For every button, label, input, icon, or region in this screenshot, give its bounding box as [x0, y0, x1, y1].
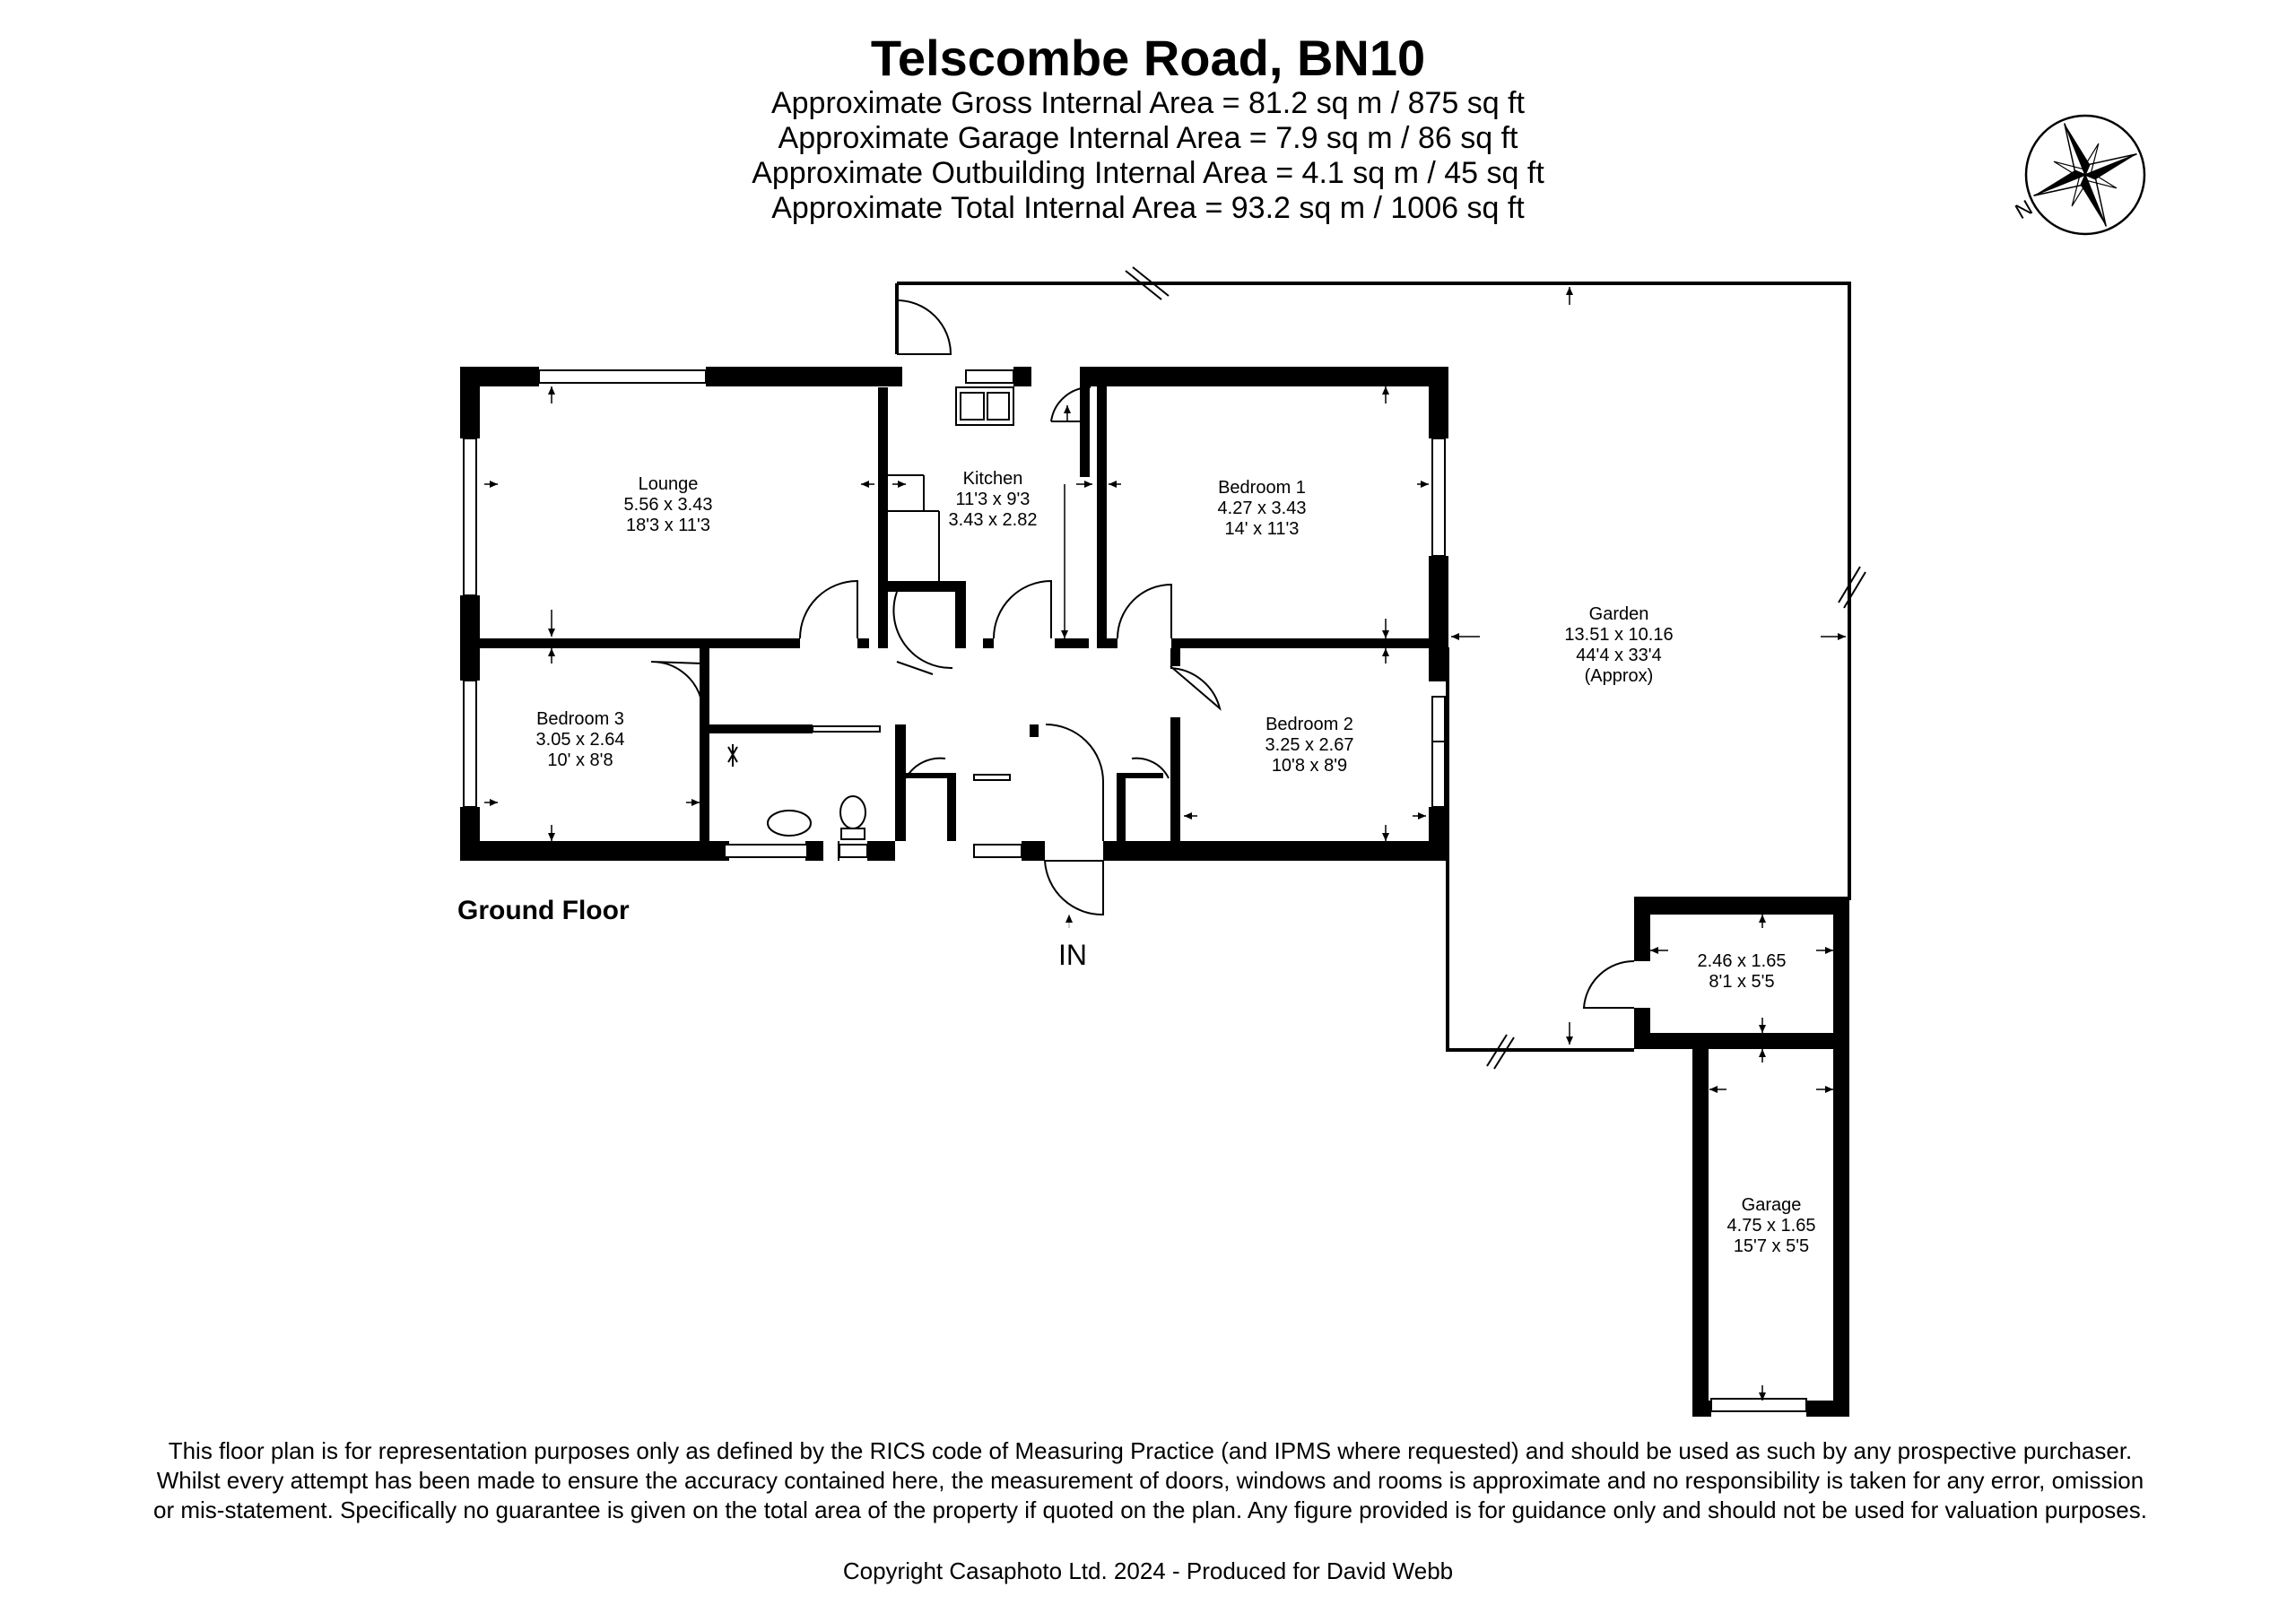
- basin-icon: [767, 810, 812, 837]
- bedroom1-name: Bedroom 1: [1218, 478, 1306, 498]
- compass-north-label: N: [2012, 195, 2038, 224]
- garden-boundary: [895, 266, 1866, 1070]
- garden-name: Garden: [1589, 604, 1649, 624]
- lounge-imperial: 18'3 x 11'3: [626, 516, 710, 535]
- outbuilding-walls: [1634, 897, 1849, 1049]
- bedroom2-metric: 3.25 x 2.67: [1265, 735, 1354, 755]
- header: Telscombe Road, BN10 Approximate Gross I…: [0, 30, 2296, 226]
- kitchen-name: Kitchen: [963, 469, 1023, 489]
- room-labels: Lounge 5.56 x 3.43 18'3 x 11'3 Kitchen 1…: [536, 469, 1816, 1256]
- house-walls: [460, 367, 1448, 861]
- garden-imperial: 44'4 x 33'4: [1576, 646, 1662, 665]
- garden-metric: 13.51 x 10.16: [1564, 625, 1673, 645]
- garage-imperial: 15'7 x 5'5: [1734, 1236, 1809, 1256]
- plan-title: Telscombe Road, BN10: [870, 30, 1426, 86]
- bedroom3-name: Bedroom 3: [536, 709, 624, 729]
- disclaimer: This floor plan is for representation pu…: [153, 1437, 2147, 1523]
- shower-icon: [727, 744, 738, 767]
- windows: [463, 369, 1807, 1412]
- bedroom1-imperial: 14' x 11'3: [1225, 519, 1300, 539]
- kitchen-sink-icon: [955, 386, 1014, 426]
- outbuilding-area: Approximate Outbuilding Internal Area = …: [752, 156, 1544, 190]
- outbuilding-metric: 2.46 x 1.65: [1698, 951, 1787, 971]
- lounge-metric: 5.56 x 3.43: [624, 495, 713, 515]
- bedroom2-imperial: 10'8 x 8'9: [1272, 756, 1347, 776]
- kitchen-metric: 3.43 x 2.82: [949, 510, 1038, 530]
- fixtures: [727, 386, 1014, 840]
- kitchen-imperial: 11'3 x 9'3: [956, 490, 1031, 509]
- bedroom2-name: Bedroom 2: [1265, 715, 1353, 734]
- bedroom3-imperial: 10' x 8'8: [547, 750, 613, 770]
- garden-approx: (Approx): [1585, 666, 1654, 686]
- compass-icon: N: [2012, 114, 2146, 236]
- dimension-arrows: [484, 287, 1846, 1401]
- bedroom3-metric: 3.05 x 2.64: [536, 730, 625, 750]
- garage-area: Approximate Garage Internal Area = 7.9 s…: [778, 121, 1518, 155]
- gross-area: Approximate Gross Internal Area = 81.2 s…: [770, 86, 1526, 120]
- toilet-icon: [839, 795, 866, 829]
- copyright: Copyright Casaphoto Ltd. 2024 - Produced…: [842, 1557, 1454, 1584]
- bedroom1-metric: 4.27 x 3.43: [1218, 499, 1307, 518]
- floor-label: Ground Floor: [457, 896, 630, 925]
- entrance-label: IN: [1058, 939, 1087, 971]
- garage-metric: 4.75 x 1.65: [1727, 1216, 1816, 1236]
- garage-name: Garage: [1742, 1195, 1802, 1215]
- outbuilding-imperial: 8'1 x 5'5: [1709, 972, 1774, 992]
- garage-walls: [1692, 1049, 1849, 1417]
- doors: [650, 299, 1635, 1009]
- total-area: Approximate Total Internal Area = 93.2 s…: [771, 191, 1525, 225]
- lounge-name: Lounge: [639, 474, 699, 494]
